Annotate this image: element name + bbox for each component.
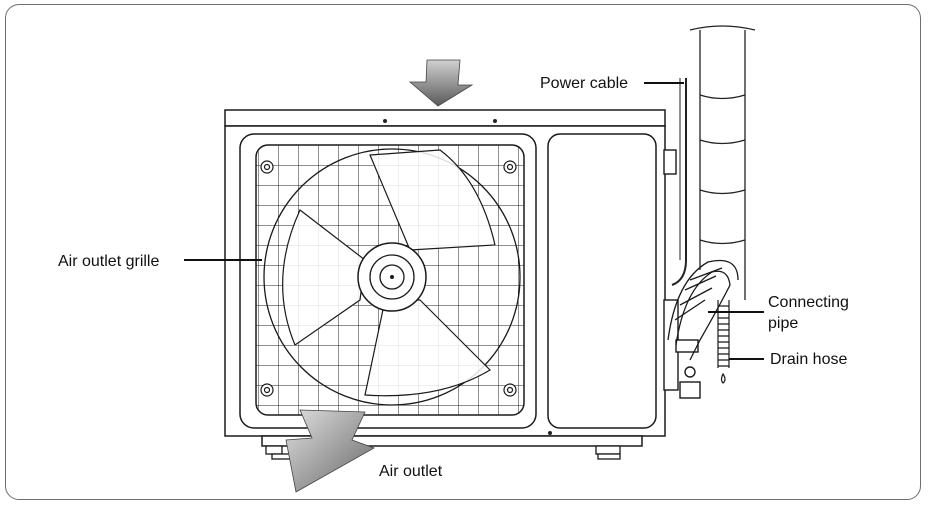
power-cable-line	[671, 78, 687, 286]
leader-lines	[184, 82, 764, 360]
label-air-outlet-grille: Air outlet grille	[58, 253, 159, 270]
connecting-pipe	[667, 259, 739, 361]
air-outlet-grille	[255, 144, 525, 416]
label-connecting-pipe-line2: pipe	[768, 315, 798, 332]
air-inlet-arrow	[408, 59, 474, 107]
label-air-outlet: Air outlet	[379, 463, 443, 480]
diagram-frame	[5, 4, 921, 500]
label-connecting-pipe-line1: Connecting	[768, 294, 849, 311]
air-outlet-arrow	[285, 409, 375, 493]
wall-duct	[689, 25, 756, 300]
label-drain-hose: Drain hose	[770, 351, 847, 368]
label-power-cable: Power cable	[540, 75, 628, 92]
unit-feet	[265, 445, 621, 460]
service-valves	[663, 149, 701, 399]
